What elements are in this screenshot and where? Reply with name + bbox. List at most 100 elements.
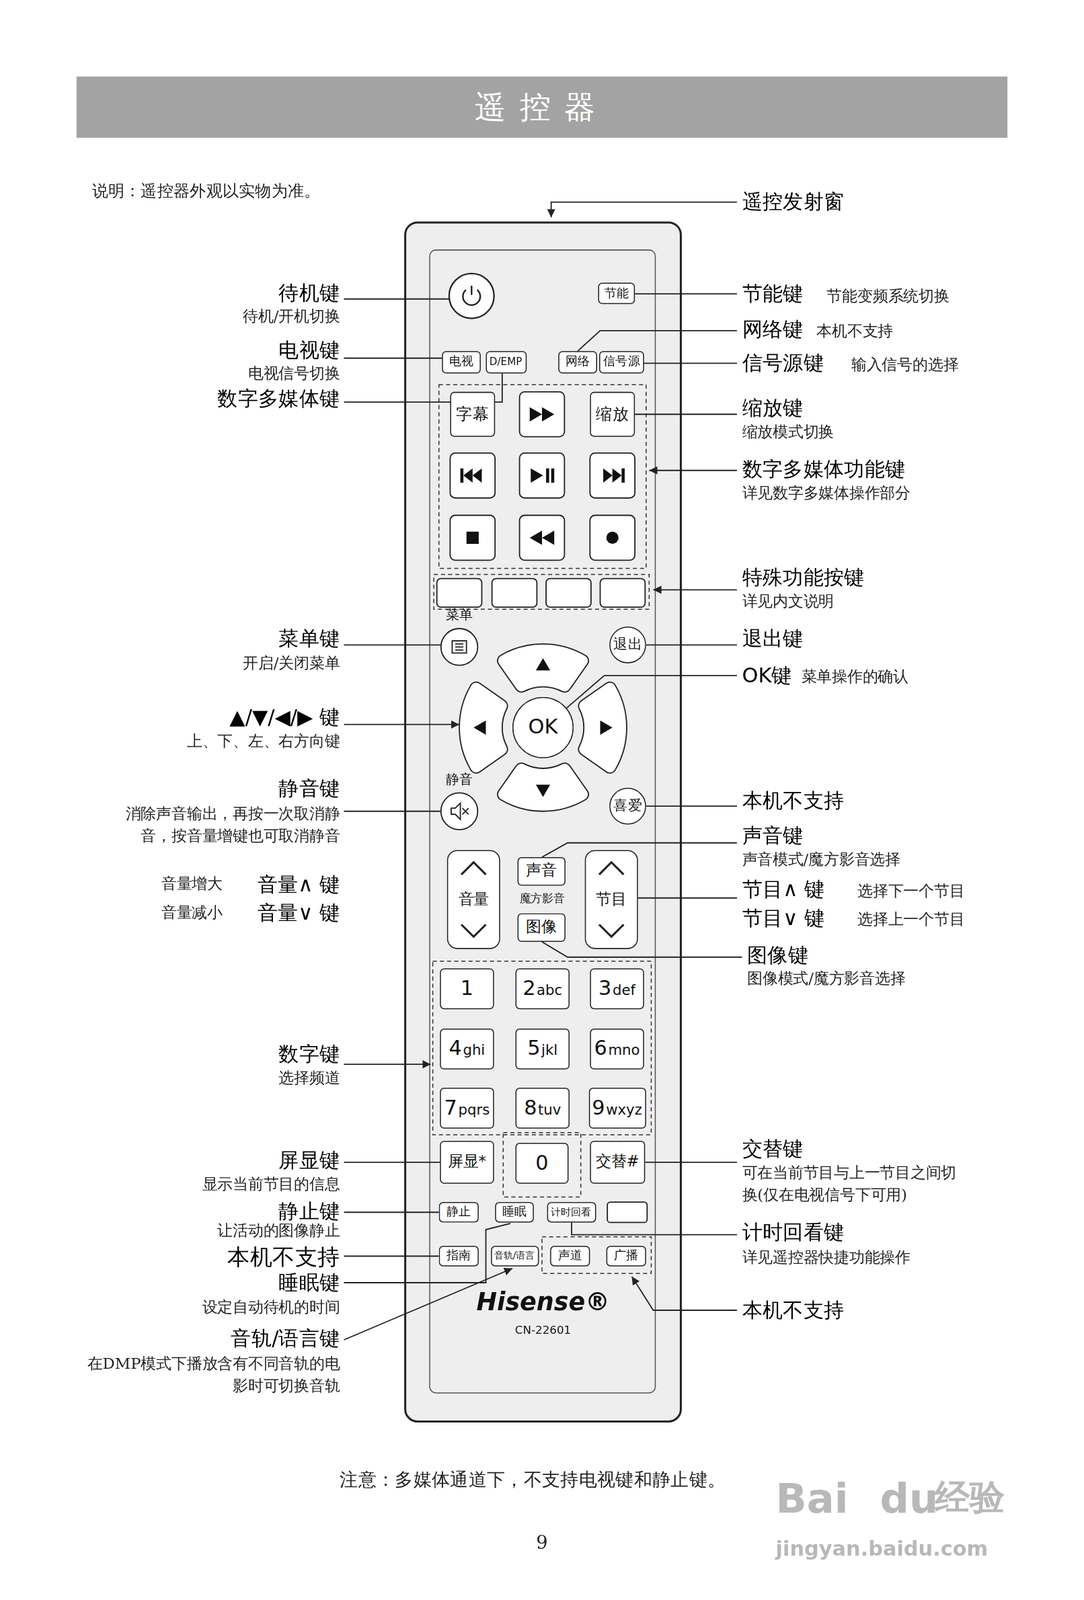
callout-title: 数字多媒体功能键: [742, 454, 906, 485]
button-label: 网络: [565, 354, 590, 369]
callout-title: 屏显键: [278, 1145, 340, 1176]
callout-title: 缩放键: [742, 393, 804, 423]
remote-button: 交替#: [589, 1141, 645, 1185]
special-function-button: [492, 578, 538, 608]
button-label: 静音: [445, 772, 473, 787]
remote-button: 声道: [550, 1246, 590, 1267]
button-label: mno: [607, 1042, 640, 1059]
power-button: [449, 273, 495, 319]
remote-button: 音量: [447, 849, 501, 949]
leader-line: [644, 1162, 738, 1164]
callout-note: 9: [535, 1529, 548, 1557]
direction-arrow: [535, 658, 551, 671]
callout-title: 菜单键: [278, 624, 340, 654]
button-group-outline: [439, 384, 647, 569]
remote-button: 菜单: [441, 628, 479, 666]
leader-line: [648, 470, 738, 472]
callout-title: 节目∧ 键: [742, 875, 826, 906]
chevron-down: [461, 924, 486, 937]
leader-line: [344, 644, 442, 646]
leader-line: [344, 298, 450, 300]
callout-note: 开启/关闭菜单: [242, 653, 340, 676]
button-label: 缩放: [595, 404, 629, 424]
watermark: jingyan.baidu.com: [776, 1534, 989, 1565]
leader-line: [571, 1222, 738, 1235]
remote-button: 字幕: [449, 392, 495, 438]
media-icon: [460, 468, 483, 483]
watermark: Bai: [776, 1468, 849, 1528]
remote-button: 屏显*: [439, 1141, 494, 1185]
media-button: [589, 453, 635, 499]
remote-button: D/EMP: [485, 351, 527, 374]
callout-note: 在DMP模式下播放含有不同音轨的电影时可切换音轨: [79, 1353, 340, 1399]
remote-button: 8tuv: [515, 1088, 570, 1130]
button-label: D/EMP: [489, 356, 523, 368]
remote-button: 电视: [441, 351, 481, 374]
callout-note: 魔方影音: [519, 891, 565, 908]
brand-text: CN-22601: [405, 1324, 682, 1337]
callout-note: 显示当前节目的信息: [202, 1174, 341, 1197]
leader-line: [632, 1276, 738, 1311]
callout-note: 选择频道: [278, 1067, 340, 1091]
button-label: 广播: [613, 1248, 639, 1263]
remote-button: OK: [512, 697, 574, 759]
callout-title: 本机不支持: [227, 1241, 340, 1274]
callout-note: 设定自动待机的时间: [202, 1297, 341, 1320]
blank-button: [607, 1202, 647, 1223]
callout-note: 节能变频系统切换: [826, 285, 949, 308]
mute-icon: [451, 803, 469, 820]
callout-note: 输入信号的选择: [851, 354, 959, 377]
leader-line: [646, 805, 738, 807]
callout-title: 静音键: [278, 773, 340, 804]
button-label: 静止: [446, 1204, 471, 1219]
button-label: 菜单: [445, 608, 473, 623]
remote-button: 睡眠: [494, 1202, 534, 1223]
callout-note: 本机不支持: [816, 320, 894, 343]
remote-button: 2abc: [515, 968, 570, 1010]
remote-button: 静音: [441, 792, 479, 830]
leader-line: [634, 413, 738, 415]
leader-line: [542, 843, 738, 858]
callout-title: 本机不支持: [742, 786, 845, 817]
remote-button: 5jkl: [515, 1028, 570, 1070]
button-label: 睡眠: [502, 1204, 527, 1219]
callout-note: 缩放模式切换: [742, 421, 835, 444]
callout-note: 可在当前节目与上一节目之间切换(仅在电视信号下可用): [742, 1162, 962, 1208]
leader-line: [344, 1223, 511, 1284]
leader-line: [566, 675, 737, 709]
callout-note: 上、下、左、右方向键: [186, 730, 341, 754]
remote-button: 指南: [439, 1246, 479, 1267]
remote-panel: [429, 250, 655, 1394]
callout-note: 详见内文说明: [742, 591, 835, 614]
chevron-up: [599, 862, 624, 875]
button-label: 5: [527, 1036, 540, 1061]
direction-key: [578, 682, 627, 774]
button-label: abc: [536, 981, 563, 998]
remote-button: 静止: [439, 1202, 479, 1223]
callout-title: 待机键: [278, 278, 340, 308]
callout-title: 特殊功能按键: [742, 562, 865, 593]
button-label: 字幕: [455, 404, 489, 424]
leader-line: [634, 293, 738, 295]
leader-line: [344, 357, 443, 360]
callout-note: 声音模式/魔方影音选择: [742, 849, 901, 872]
brand-text: Hisense®: [405, 1290, 682, 1315]
leader-line: [344, 1211, 440, 1214]
remote-button: 退出: [609, 626, 647, 664]
direction-key: [497, 763, 589, 812]
callout-title: 声音键: [742, 821, 804, 851]
button-label: wxyz: [605, 1101, 643, 1118]
button-label: 4: [449, 1036, 462, 1061]
callout-note: 音量减小: [161, 902, 223, 925]
button-label: 9: [591, 1095, 605, 1120]
title-band: [76, 76, 1008, 138]
button-label: 3: [598, 975, 612, 1000]
remote-button: 缩放: [589, 392, 635, 438]
button-label: 计时回看: [550, 1206, 592, 1218]
media-button: [589, 515, 635, 561]
direction-pad: [459, 644, 627, 812]
callout-note: 说明：遥控器外观以实物为准。: [92, 178, 321, 203]
button-group-outline: [542, 1237, 651, 1275]
direction-arrow: [535, 784, 551, 797]
button-label: 退出: [613, 636, 643, 653]
